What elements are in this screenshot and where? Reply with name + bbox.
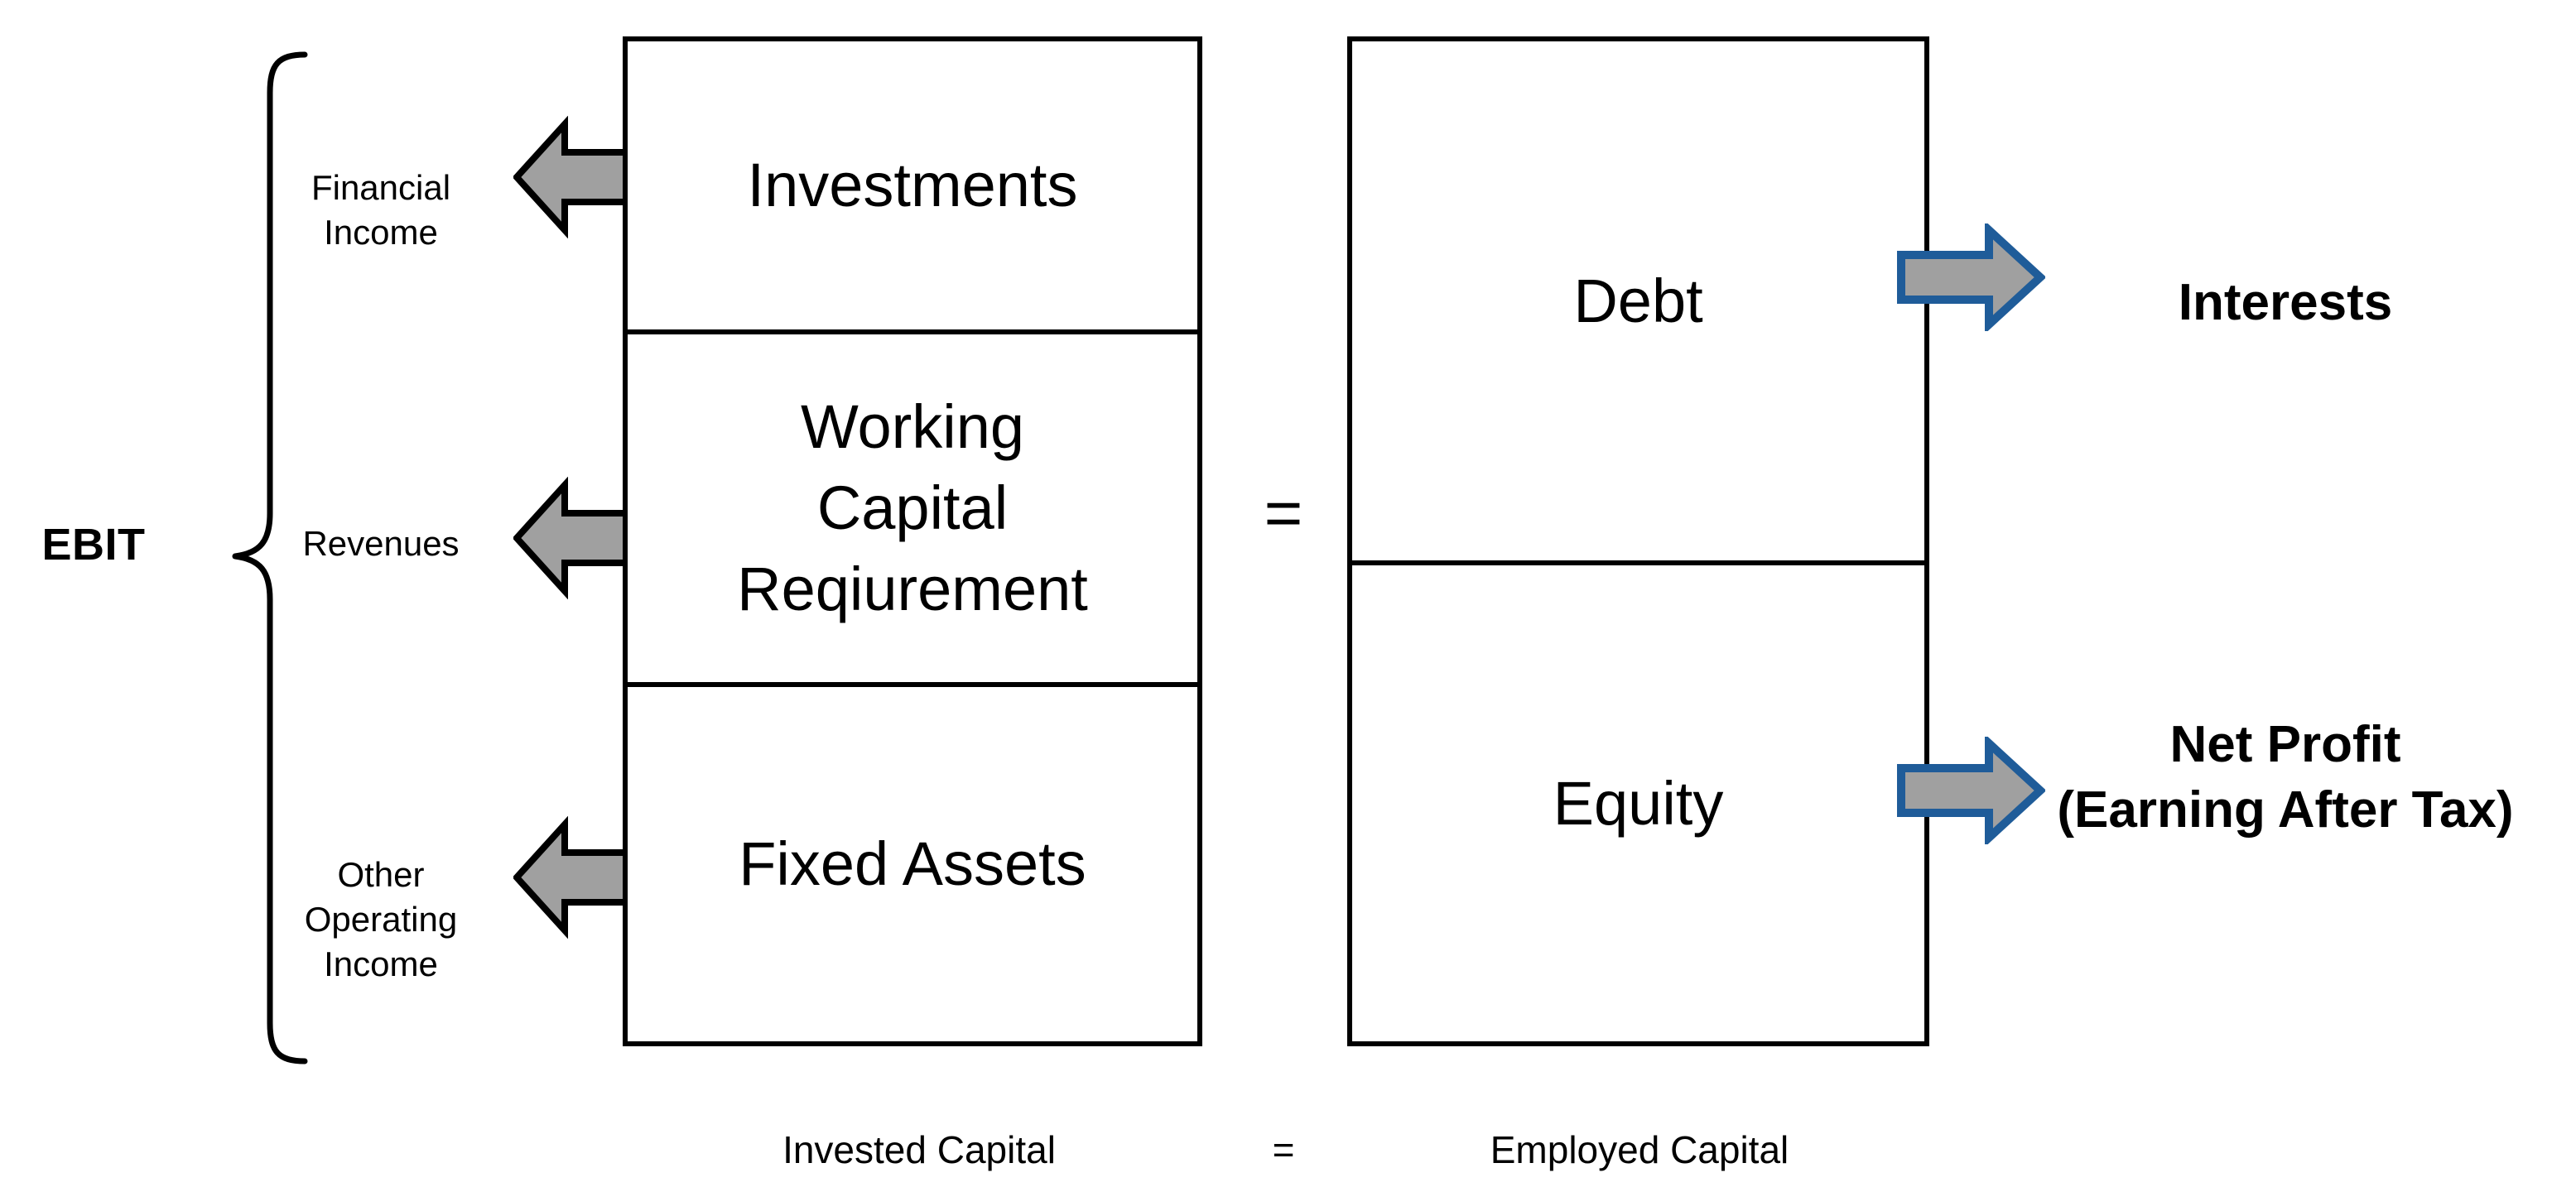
label-revenues: Revenues [302, 524, 460, 563]
segment-equity-label: Equity [1553, 768, 1724, 838]
employed-capital-stack: Debt Equity [1347, 36, 1929, 1046]
segment-working-capital-requirement-label: Working Capital Reqiurement [737, 392, 1088, 623]
invested-capital-stack: Investments Working Capital Reqiurement … [623, 36, 1202, 1046]
segment-investments[interactable]: Investments [628, 41, 1197, 329]
arrow-right-icon-net-profit [1896, 733, 2047, 848]
label-other-operating-income: Other Operating Income [304, 855, 458, 983]
segment-debt[interactable]: Debt [1352, 41, 1924, 560]
caption-invested-capital: Invested Capital [782, 1128, 1056, 1171]
segment-fixed-assets-label: Fixed Assets [739, 829, 1086, 899]
segment-working-capital-requirement[interactable]: Working Capital Reqiurement [628, 329, 1197, 687]
curly-brace-icon [199, 50, 315, 1068]
caption-equals-sign: = [1272, 1128, 1295, 1171]
segment-fixed-assets[interactable]: Fixed Assets [628, 687, 1197, 1041]
caption-employed-capital: Employed Capital [1490, 1128, 1789, 1171]
label-financial-income: Financial Income [311, 168, 451, 252]
segment-investments-label: Investments [747, 151, 1078, 220]
label-interests: Interests [2178, 274, 2393, 331]
segment-equity[interactable]: Equity [1352, 560, 1924, 1041]
segment-debt-label: Debt [1573, 266, 1703, 335]
equals-sign-middle: = [1264, 476, 1303, 550]
ebit-label: EBIT [41, 520, 146, 569]
label-net-profit: Net Profit (Earning After Tax) [2057, 716, 2514, 839]
arrow-right-icon-interests [1896, 220, 2047, 334]
